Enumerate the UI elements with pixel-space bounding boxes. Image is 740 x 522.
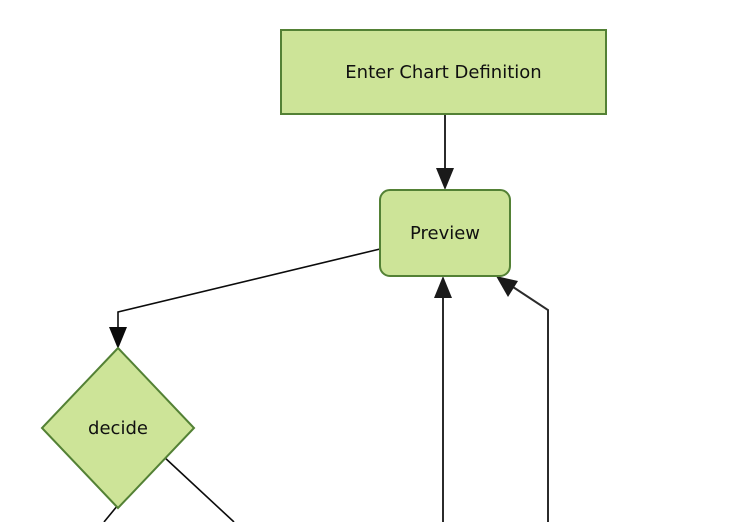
- node-enter-chart-definition[interactable]: Enter Chart Definition: [280, 29, 607, 115]
- arrow-head-icon: [496, 276, 518, 297]
- edge-center-bottom-to-preview: [434, 276, 452, 522]
- edge-line: [103, 504, 119, 522]
- edge-decide-bottom-left: [103, 504, 119, 522]
- edge-right-bottom-to-preview: [496, 276, 549, 522]
- node-shape-rectangle: [280, 29, 607, 115]
- edge-preview-to-decide: [109, 248, 381, 349]
- edge-line: [509, 284, 549, 522]
- edge-layer: [103, 114, 549, 522]
- node-label-decide: decide: [88, 418, 148, 439]
- node-shape-diamond: [40, 346, 196, 510]
- arrow-head-icon: [109, 327, 127, 349]
- edge-line: [117, 248, 381, 332]
- node-label-preview: Preview: [410, 223, 480, 244]
- arrow-head-icon: [434, 276, 452, 298]
- edge-decide-bottom-right: [162, 455, 235, 522]
- node-layer: Enter Chart Definition Preview decide: [40, 29, 607, 510]
- edge-line: [162, 455, 235, 522]
- node-decide[interactable]: decide: [40, 346, 196, 510]
- node-preview[interactable]: Preview: [379, 189, 511, 277]
- node-shape-rounded-rectangle: [379, 189, 511, 277]
- arrow-head-icon: [436, 168, 454, 190]
- edge-enter-to-preview: [436, 114, 454, 190]
- node-label-enter-chart-definition: Enter Chart Definition: [345, 62, 541, 83]
